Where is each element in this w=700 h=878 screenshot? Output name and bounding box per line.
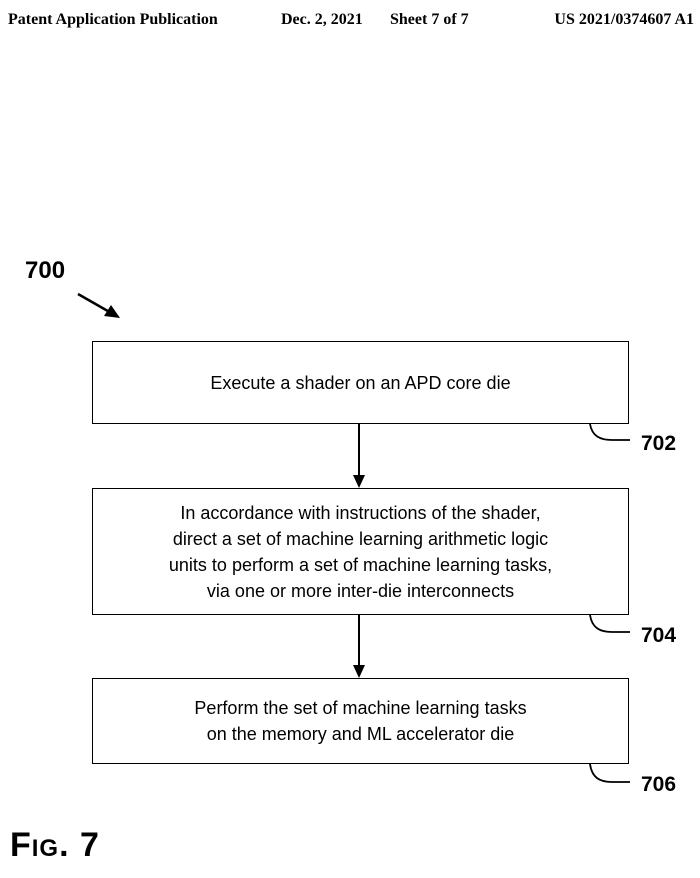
step-704-line-2: direct a set of machine learning arithme… (172, 528, 549, 549)
step-704-line-4: via one or more inter-die interconnects (206, 580, 515, 601)
reference-704: 704 (641, 624, 677, 647)
flow-arrowhead-1 (353, 475, 365, 488)
publication-label: Patent Application Publication (8, 11, 218, 28)
patent-header: Patent Application Publication Dec. 2, 2… (0, 11, 700, 33)
step-706-line-2: on the memory and ML accelerator die (206, 724, 515, 744)
figure-reference-700: 700 (25, 257, 66, 284)
step-704-line-3: units to perform a set of machine learni… (168, 554, 553, 575)
step-704-line-1: In accordance with instructions of the s… (180, 502, 541, 523)
publication-date: Dec. 2, 2021 (281, 11, 363, 28)
figure-pointer-arrow (77, 292, 114, 316)
step-706-line-1: Perform the set of machine learning task… (194, 698, 527, 718)
leader-704 (589, 614, 630, 633)
step-702-line-1: Execute a shader on an APD core die (210, 372, 511, 393)
publication-number: US 2021/0374607 A1 (554, 11, 694, 28)
leader-702 (589, 423, 630, 441)
sheet-number: Sheet 7 of 7 (390, 11, 469, 28)
step-box-704: In accordance with instructions of the s… (92, 488, 629, 615)
leader-706 (589, 763, 630, 783)
reference-706: 706 (641, 773, 677, 796)
figure-pointer-arrowhead (104, 305, 120, 318)
flow-arrowhead-2 (353, 665, 365, 678)
step-box-702: Execute a shader on an APD core die (92, 341, 629, 424)
figure-caption: Fig. 7 (10, 826, 100, 864)
reference-702: 702 (641, 432, 677, 455)
step-box-706: Perform the set of machine learning task… (92, 678, 629, 764)
